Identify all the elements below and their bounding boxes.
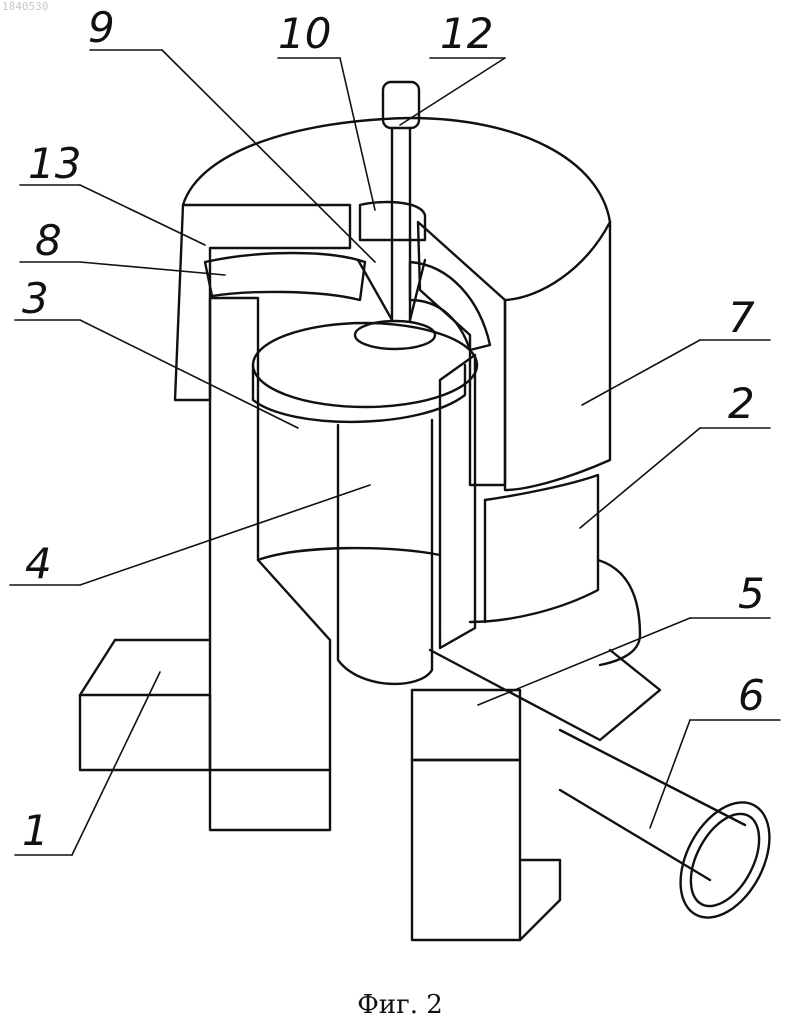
- label-6: 6: [738, 671, 765, 720]
- label-4: 4: [25, 539, 52, 588]
- pipe-6: [560, 730, 788, 933]
- label-13: 13: [28, 139, 81, 188]
- lower-flange: [598, 560, 640, 665]
- label-12: 12: [440, 9, 493, 58]
- label-7: 7: [728, 293, 755, 342]
- label-9: 9: [88, 3, 115, 52]
- label-8: 8: [35, 216, 62, 265]
- cylinder-3: [210, 298, 475, 770]
- label-1: 1: [22, 806, 49, 855]
- inlet-1: [80, 640, 330, 830]
- figure-caption: Фиг. 2: [0, 990, 800, 1020]
- label-2: 2: [728, 379, 755, 428]
- outlet-5: [412, 650, 660, 940]
- leader-lines: [10, 50, 780, 855]
- body-2: [470, 475, 598, 622]
- label-3: 3: [22, 274, 49, 323]
- valve-stem-10: [355, 82, 435, 349]
- label-5: 5: [738, 569, 765, 618]
- label-10: 10: [278, 9, 331, 58]
